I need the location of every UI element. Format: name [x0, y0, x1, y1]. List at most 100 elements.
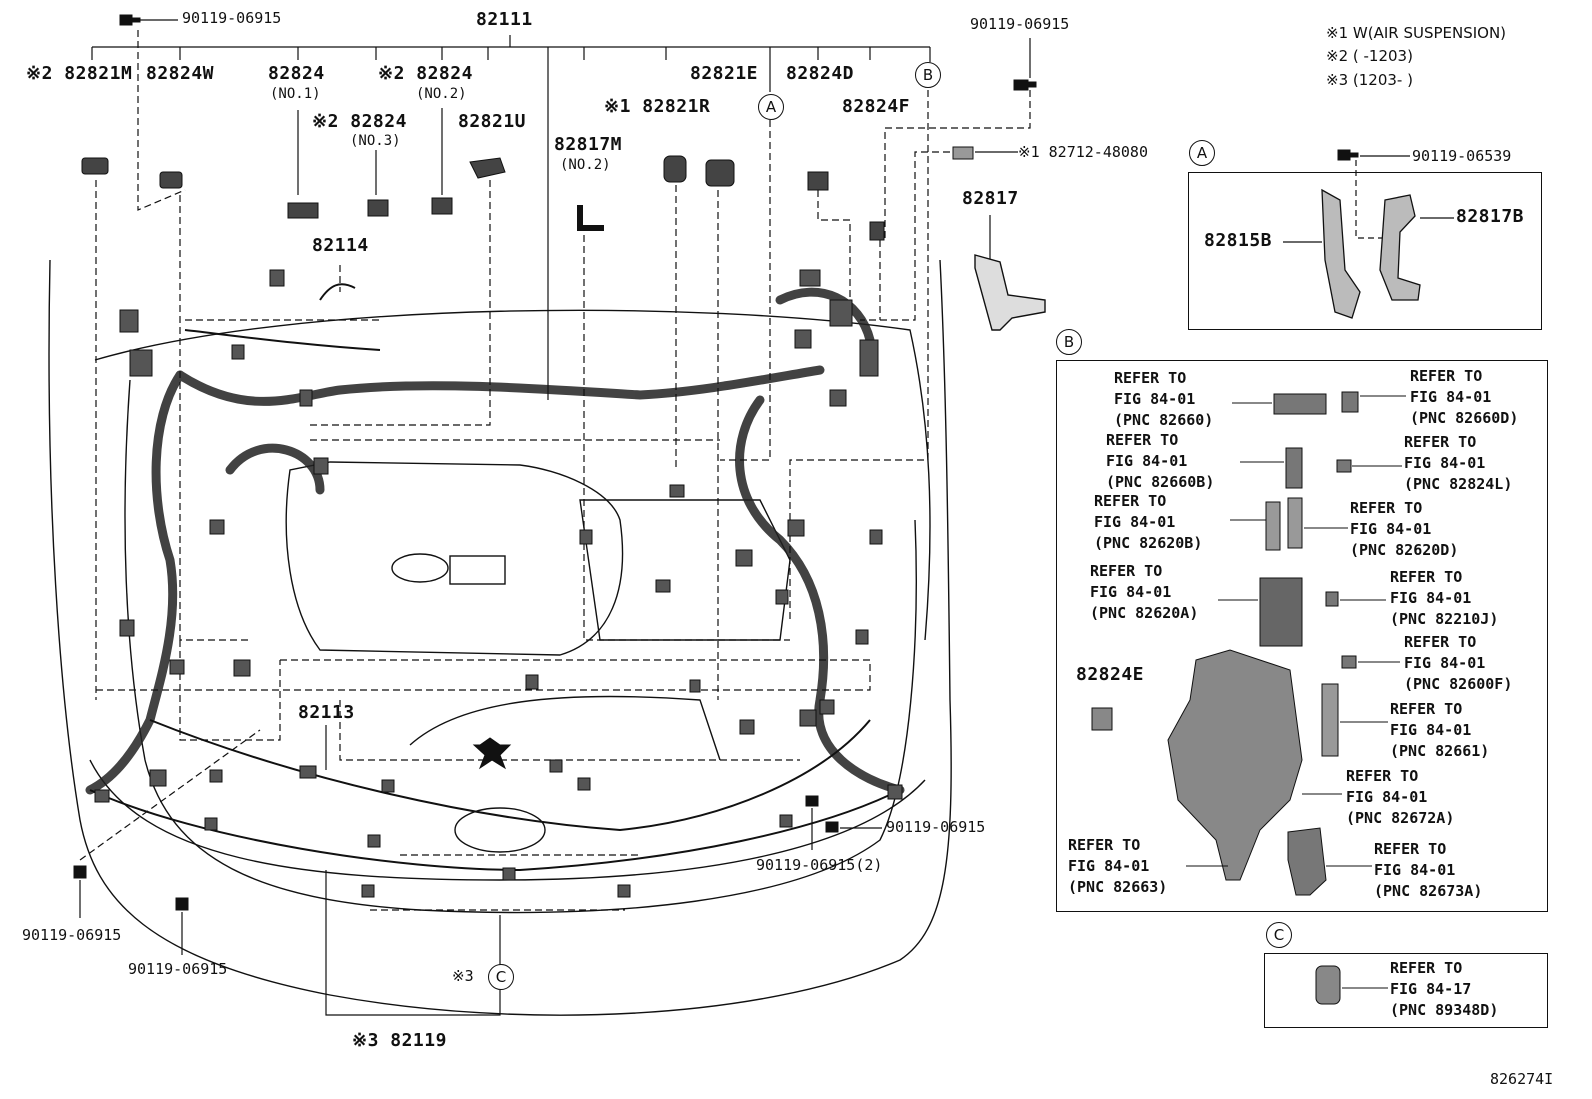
conn-82824no3	[367, 199, 389, 217]
panel-c-callout: C	[1266, 922, 1292, 948]
leader-top-bolt	[137, 30, 186, 211]
label-82817B: 82817B	[1456, 206, 1525, 227]
leader-82824W	[179, 195, 250, 641]
leader-82113-frame	[280, 659, 871, 691]
leader-top-right-bolt	[884, 90, 1031, 240]
harness-upper-right	[775, 287, 875, 345]
harness-center-loop	[225, 443, 325, 495]
panel-a-box	[1188, 172, 1542, 330]
leader-82821U	[310, 180, 491, 426]
conn-82821M	[81, 157, 109, 175]
label-bolt-left-low: 90119-06915	[22, 926, 122, 944]
part-pnc82660	[1273, 393, 1327, 415]
bracket-82119	[325, 870, 501, 1016]
label-82111: 82111	[476, 9, 533, 30]
conn-82821R	[663, 155, 687, 183]
part-pnc82620D	[1287, 497, 1303, 549]
leader-82113-to-right	[339, 700, 800, 761]
label-bolt-left-low2: 90119-06915	[128, 960, 228, 978]
intake-rect	[449, 555, 506, 585]
part-pnc82620B	[1265, 501, 1281, 551]
part-pnc82620A	[1259, 577, 1303, 647]
harness-front-inner	[149, 719, 871, 832]
conn-82824no1	[287, 202, 319, 219]
bolt-left-2-icon	[175, 897, 189, 911]
harness-top-small	[184, 329, 381, 351]
leader-82824D	[817, 190, 851, 300]
harness-82114	[319, 283, 356, 301]
callout-a: A	[758, 94, 784, 120]
engine-cover	[285, 461, 624, 656]
part-pnc89348D	[1315, 965, 1341, 1005]
radiator-outline	[409, 695, 721, 761]
label-82824-no2: ※2 82824	[378, 63, 473, 84]
leader-82817M	[583, 235, 790, 641]
part-pnc82661	[1321, 683, 1339, 757]
harness-main-trunk	[175, 365, 825, 406]
conn-82824W	[159, 171, 183, 189]
part-82817	[974, 254, 1046, 331]
label-82821U: 82821U	[458, 111, 527, 132]
conn-82821E	[705, 159, 735, 187]
label-note3-c: ※3	[452, 967, 474, 985]
panel-a-callout: A	[1189, 140, 1215, 166]
label-82824D: 82824D	[786, 63, 855, 84]
hood-outline	[94, 309, 931, 641]
label-82824-no2-sub: (NO.2)	[416, 86, 467, 102]
conn-82821U	[469, 157, 506, 179]
label-bolt-right-mid2: 90119-06915(2)	[756, 856, 883, 874]
bolt-right-1-icon	[825, 821, 839, 833]
leader-A	[720, 120, 771, 461]
part-pnc82672A	[1167, 649, 1303, 881]
front-ellipse	[454, 807, 546, 853]
note-2: ※2 ( -1203)	[1326, 47, 1413, 65]
label-bolt-top-right: 90119-06915	[970, 15, 1070, 33]
callout-b: B	[915, 62, 941, 88]
intake-ellipse	[391, 553, 449, 583]
part-82824E	[1091, 707, 1113, 731]
bolt-right-2-icon	[805, 795, 819, 807]
label-82824F: 82824F	[842, 96, 911, 117]
part-pnc82660D	[1341, 391, 1359, 413]
label-82824-no1-sub: (NO.1)	[270, 86, 321, 102]
label-82824E: 82824E	[1076, 664, 1145, 685]
dash-panelA	[1355, 160, 1385, 239]
harness-left-branch	[85, 370, 185, 795]
bumper-outline	[89, 759, 926, 881]
label-82712: ※1 82712-48080	[1018, 143, 1148, 161]
label-82817M: 82817M	[554, 134, 623, 155]
part-pnc82824L	[1336, 459, 1352, 473]
part-pnc82210J	[1325, 591, 1339, 607]
label-82824-no1: 82824	[268, 63, 325, 84]
label-90119-06539: 90119-06539	[1412, 147, 1512, 165]
conn-82712	[952, 146, 974, 160]
leader-lower-left	[179, 640, 281, 741]
panel-c-box	[1264, 953, 1548, 1028]
label-82821E: 82821E	[690, 63, 759, 84]
body-outline	[48, 259, 952, 1016]
label-82821M: ※2 82821M	[26, 63, 133, 84]
label-82114: 82114	[312, 235, 369, 256]
label-82119: ※3 82119	[352, 1030, 447, 1051]
conn-82824F	[869, 221, 885, 241]
part-82817B	[1379, 194, 1421, 301]
panel-b-callout: B	[1056, 329, 1082, 355]
part-pnc82660B	[1285, 447, 1303, 489]
label-82824-no3: ※2 82824	[312, 111, 407, 132]
panel-b-box	[1056, 360, 1548, 912]
callout-c: C	[488, 964, 514, 990]
bolt-top-right-icon	[1013, 79, 1037, 91]
